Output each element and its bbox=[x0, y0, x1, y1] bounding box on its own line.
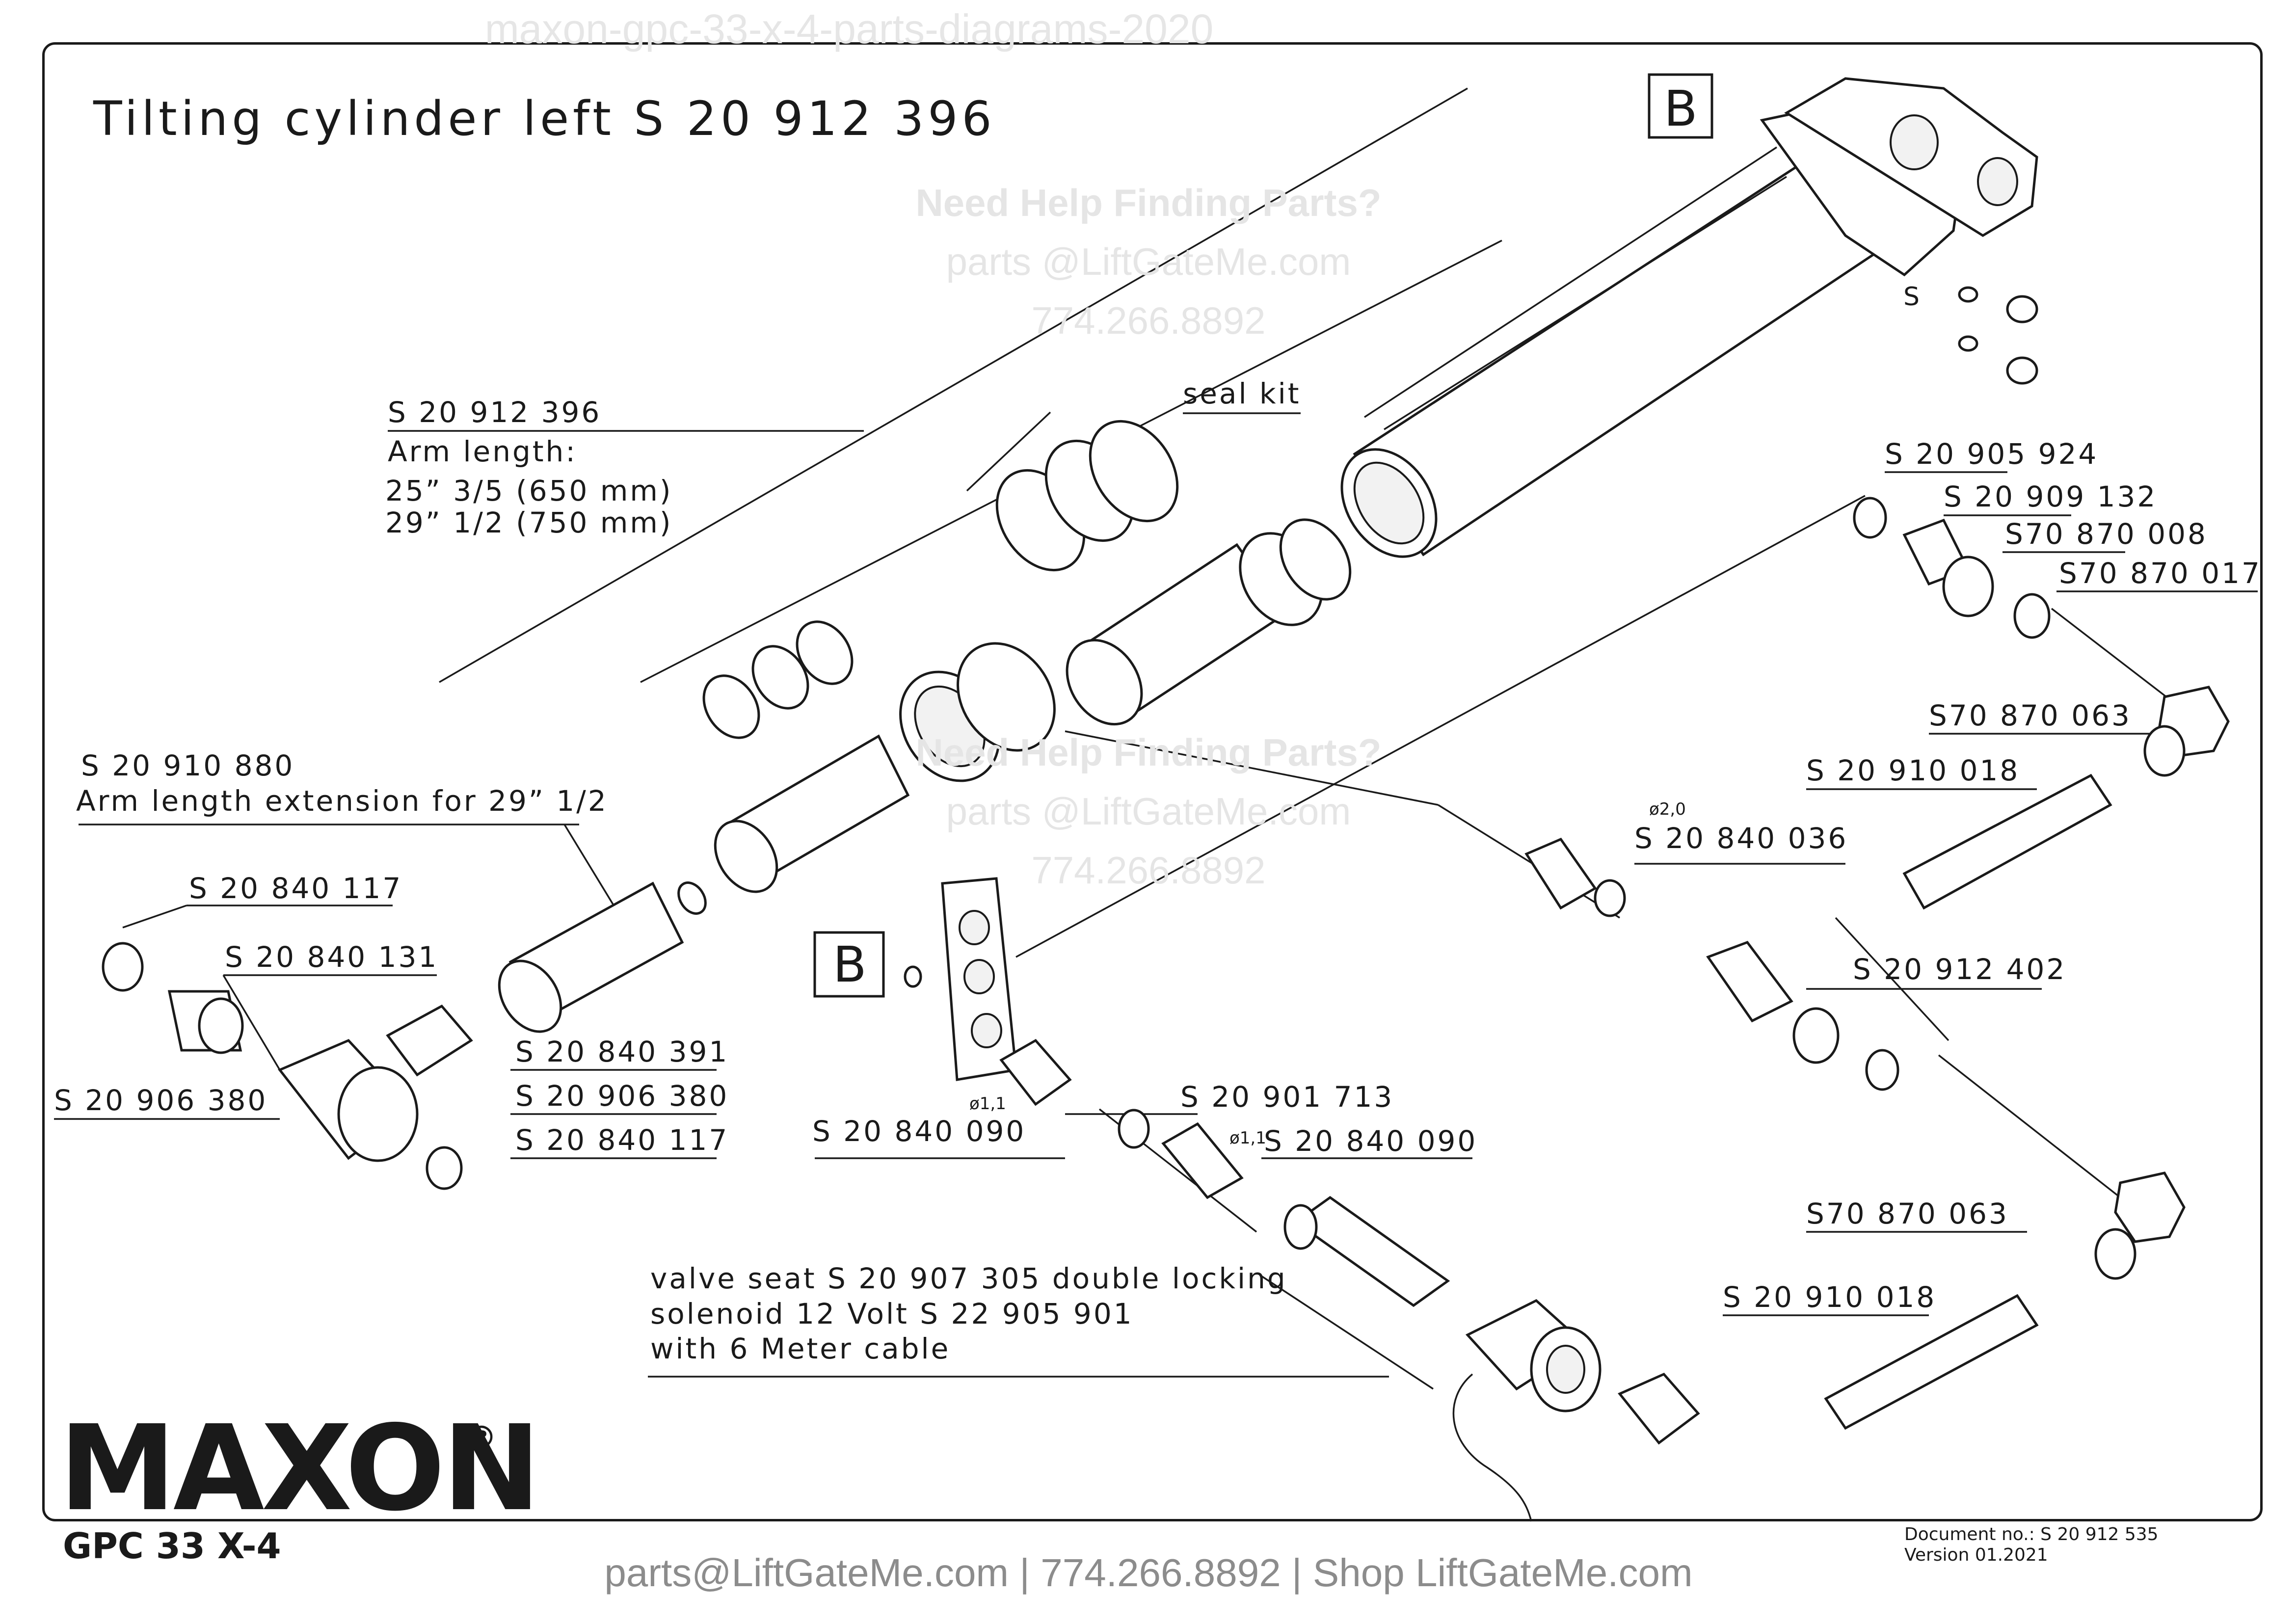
bolt-set: S bbox=[1903, 282, 2038, 385]
svg-text:774.266.8892: 774.266.8892 bbox=[1031, 849, 1265, 892]
label-910018-a: S 20 910 018 bbox=[1806, 754, 2020, 787]
label-840117-b: S 20 840 117 bbox=[515, 1123, 729, 1157]
label-arm-length: Arm length: bbox=[388, 435, 577, 468]
label-910018-b: S 20 910 018 bbox=[1723, 1280, 1936, 1314]
svg-text:Need Help Finding Parts?: Need Help Finding Parts? bbox=[915, 731, 1381, 774]
label-870063-a: S70 870 063 bbox=[1929, 699, 2132, 732]
label-valve-l3: with 6 Meter cable bbox=[650, 1332, 950, 1365]
valve-cartridges bbox=[999, 1038, 1450, 1307]
document-version: Version 01.2021 bbox=[1904, 1545, 2048, 1565]
label-901713: S 20 901 713 bbox=[1180, 1080, 1394, 1114]
svg-text:Need Help Finding Parts?: Need Help Finding Parts? bbox=[915, 181, 1381, 224]
contact-footer: parts@LiftGateMe.com | 774.266.8892 | Sh… bbox=[604, 1551, 1692, 1595]
svg-text:774.266.8892: 774.266.8892 bbox=[1031, 299, 1265, 342]
label-dia-c: ø2,0 bbox=[1649, 799, 1686, 819]
label-valve-l1: valve seat S 20 907 305 double locking bbox=[650, 1262, 1287, 1295]
label-840090-a: S 20 840 090 bbox=[812, 1115, 1026, 1148]
center-fittings bbox=[1524, 837, 1899, 1091]
label-840036: S 20 840 036 bbox=[1634, 822, 1848, 855]
label-840090-b: S 20 840 090 bbox=[1264, 1124, 1477, 1158]
watermark-top: maxon-gpc-33-x-4-parts-diagrams-2020 bbox=[485, 6, 1214, 52]
label-905924: S 20 905 924 bbox=[1885, 437, 2098, 471]
label-ext-desc: Arm length extension for 29” 1/2 bbox=[76, 784, 608, 818]
label-912402: S 20 912 402 bbox=[1853, 953, 2066, 986]
callout-b-box-lower bbox=[813, 931, 885, 998]
arm-extension bbox=[498, 734, 910, 1033]
banjo-fitting bbox=[102, 942, 473, 1190]
page-title: Tilting cylinder left S 20 912 396 bbox=[93, 91, 996, 146]
label-main-part: S 20 912 396 bbox=[388, 396, 601, 429]
label-dia-b: ø1,1 bbox=[1229, 1128, 1266, 1148]
label-870063-b: S70 870 063 bbox=[1806, 1197, 2009, 1230]
part-labels: S 20 912 396 Arm length: 25” 3/5 (650 mm… bbox=[54, 377, 2262, 1365]
label-840117-a: S 20 840 117 bbox=[189, 872, 402, 905]
document-number: Document no.: S 20 912 535 bbox=[1904, 1524, 2159, 1544]
label-840391: S 20 840 391 bbox=[515, 1035, 729, 1068]
help-watermark-1: Need Help Finding Parts? parts @LiftGate… bbox=[915, 181, 1381, 342]
callout-b-upper: B bbox=[1664, 80, 1698, 137]
callout-b-lower: B bbox=[833, 936, 867, 993]
callout-s: S bbox=[1903, 282, 1920, 312]
svg-text:parts @LiftGateMe.com: parts @LiftGateMe.com bbox=[946, 240, 1351, 283]
label-arm-750: 29” 1/2 (750 mm) bbox=[385, 506, 672, 539]
seal-kit-rings bbox=[702, 420, 1179, 739]
label-valve-l2: solenoid 12 Volt S 22 905 901 bbox=[650, 1297, 1134, 1330]
leader-lines bbox=[54, 87, 2258, 1390]
svg-text:parts @LiftGateMe.com: parts @LiftGateMe.com bbox=[946, 790, 1351, 833]
help-watermark-2: Need Help Finding Parts? parts @LiftGate… bbox=[915, 731, 1381, 892]
label-arm-650: 25” 3/5 (650 mm) bbox=[385, 474, 672, 507]
label-seal-kit: seal kit bbox=[1183, 377, 1301, 410]
piston-rod bbox=[1066, 518, 1352, 726]
model-name: GPC 33 X-4 bbox=[63, 1525, 281, 1567]
brand-block: MAXON ® bbox=[59, 1400, 541, 1537]
label-870008: S70 870 008 bbox=[2005, 517, 2208, 551]
registered-mark: ® bbox=[466, 1419, 497, 1455]
callout-b-box-upper bbox=[1648, 73, 1713, 139]
label-840131: S 20 840 131 bbox=[225, 940, 438, 974]
solenoid-coil bbox=[1452, 1299, 1700, 1522]
label-dia-a: ø1,1 bbox=[969, 1094, 1006, 1114]
label-909132: S 20 909 132 bbox=[1944, 480, 2157, 513]
brand-logo: MAXON bbox=[59, 1400, 538, 1537]
drawing-frame bbox=[42, 42, 2263, 1521]
valve-block: B bbox=[813, 877, 1017, 1081]
piston-head bbox=[899, 642, 1056, 782]
upper-right-fittings: B bbox=[1648, 73, 2230, 1430]
label-ext-part: S 20 910 880 bbox=[81, 749, 294, 782]
label-870017: S70 870 017 bbox=[2059, 557, 2262, 590]
label-906380-a: S 20 906 380 bbox=[54, 1084, 267, 1117]
label-906380-b: S 20 906 380 bbox=[515, 1079, 729, 1113]
cylinder-tube bbox=[1340, 77, 2038, 558]
